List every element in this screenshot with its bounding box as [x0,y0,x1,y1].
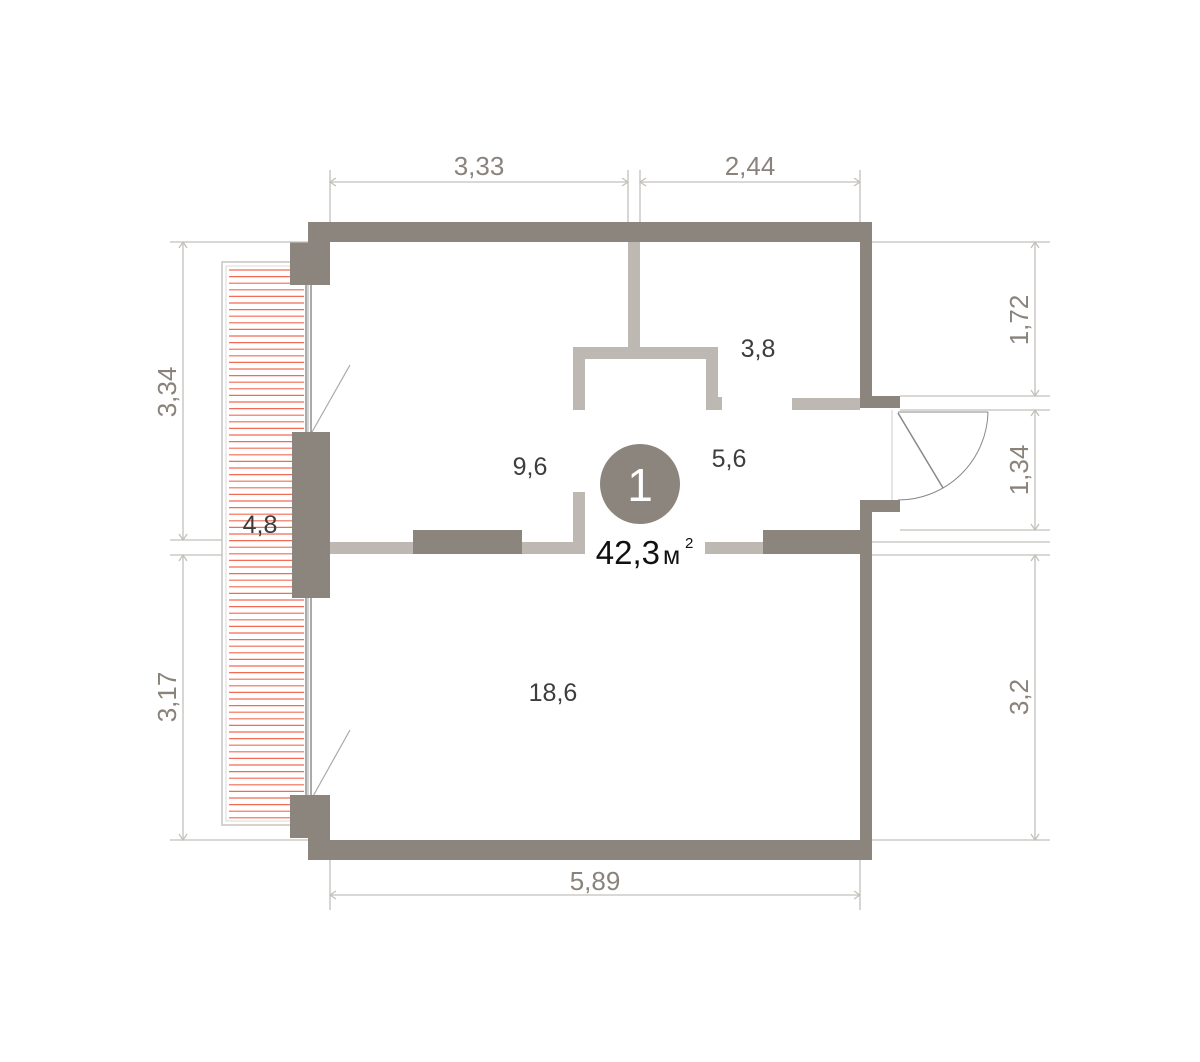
wall-right [860,500,872,860]
room-area-living: 18,6 [529,679,578,707]
apartment-number-circle [600,444,680,524]
dim-top-left: 3,33 [454,151,505,181]
total-area: 42,3 [596,534,660,571]
apartment-number: 1 [627,459,653,511]
outer-walls [290,222,900,860]
room-area-balcony: 4,8 [243,511,278,539]
wall-pier [292,432,330,598]
wall-right [860,222,872,408]
dim-bottom: 5,89 [570,866,621,896]
dim-right-bottom: 3,2 [1004,679,1034,715]
wall-top [308,222,872,242]
entrance-door [891,410,989,501]
area-unit-power: 2 [685,535,693,552]
area-unit: м [663,542,680,570]
room-area-kitchen: 9,6 [513,453,548,481]
interior-walls [330,242,860,554]
wall-bottom [308,840,872,860]
wall-pier [290,242,330,285]
wall-right [860,396,900,408]
balcony-door-swing [311,729,351,799]
dim-top-right: 2,44 [725,151,776,181]
dimension-lines: 3,33 2,44 3,34 3,17 1,72 1,34 3,2 5,89 [152,151,1050,910]
dim-right-middle: 1,34 [1004,445,1034,496]
dim-left-top: 3,34 [152,367,182,418]
room-area-hallway: 5,6 [712,445,747,473]
dim-right-top: 1,72 [1004,295,1034,346]
apartment-badge: 1 42,3 м 2 [596,444,693,571]
balcony-door-swing [311,364,351,433]
dim-left-bottom: 3,17 [152,672,182,723]
room-area-bathroom: 3,8 [741,335,776,363]
